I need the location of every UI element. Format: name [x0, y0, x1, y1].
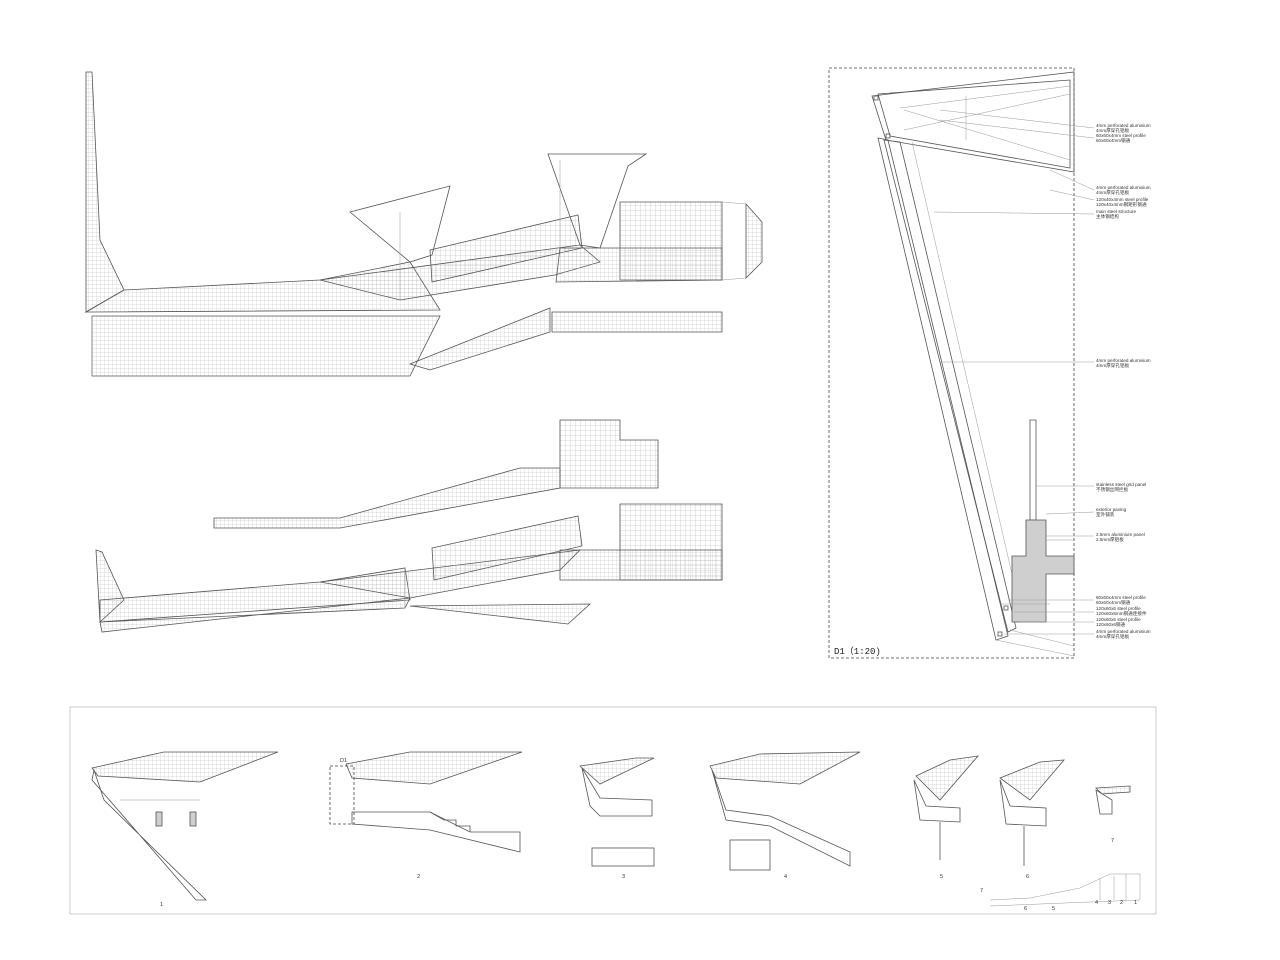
section-strip-frame: [69, 706, 1157, 915]
section-4: [709, 751, 861, 871]
annotation-en: 120x60x6 steel profile: [1096, 606, 1141, 611]
annotation-en: 4mm perforated aluminium: [1096, 358, 1151, 363]
annotation-en: exterior paving: [1096, 507, 1127, 512]
annotation-cn: 120x60x6mm钢通连接件: [1096, 611, 1147, 616]
annotation-cn: 120x40x4mm钢矩形钢通: [1096, 202, 1147, 207]
key-plan-label: 5: [1052, 906, 1056, 912]
annotation-en: main steel structure: [1096, 209, 1137, 214]
key-plan-label: 2: [1120, 900, 1124, 906]
key-plan-label: 3: [1108, 900, 1112, 906]
annotation-en: 120x40x4mm steel profile: [1096, 197, 1149, 202]
detail-d1: [828, 67, 1095, 659]
annotation-en: 60x60x4mm steel profile: [1096, 595, 1146, 600]
key-plan-label: 6: [1024, 906, 1028, 912]
annotation-cn: 60x60x4mm钢通: [1096, 138, 1131, 143]
annotation-cn: 主体钢结构: [1096, 214, 1119, 219]
annotation-cn: 4mm厚穿孔铝板: [1096, 128, 1130, 133]
section-label: 1: [160, 902, 164, 908]
annotation-en: 4mm perforated aluminium: [1096, 123, 1151, 128]
lower-elevation: [95, 419, 723, 633]
section-1: [91, 751, 279, 901]
annotation-cn: 120x60x6钢通: [1096, 622, 1126, 627]
annotation-en: stainless steel grid panel: [1096, 482, 1147, 487]
upper-elevation: [84, 71, 763, 377]
key-plan-label: 7: [980, 888, 984, 894]
section-label: 2: [417, 874, 421, 880]
annotation-cn: 4mm厚穿孔铝板: [1096, 363, 1130, 368]
annotation-cn: 4mm厚穿孔铝板: [1096, 634, 1130, 639]
annotation-en: 4mm perforated aluminium: [1096, 185, 1151, 190]
key-plan-label: 4: [1095, 900, 1099, 906]
detail-title: D1（1:20): [834, 647, 881, 657]
annotation-en: 60x60x4mm steel profile: [1096, 133, 1146, 138]
section-3: [579, 757, 655, 867]
section-5: [913, 755, 980, 860]
annotation-cn: 2.5mm厚铝板: [1096, 537, 1124, 542]
key-plan: [989, 873, 1141, 907]
section-label: 6: [1026, 874, 1030, 880]
key-plan-label: 1: [1134, 900, 1138, 906]
annotation-cn: 不锈钢丝网拦板: [1096, 487, 1129, 492]
section-label: 3: [622, 874, 626, 880]
annotation-en: 4mm perforated aluminium: [1096, 629, 1151, 634]
annotation-en: 120x60x6 steel profile: [1096, 617, 1141, 622]
section-label: 7: [1111, 838, 1115, 844]
section-7: [1095, 785, 1131, 815]
d1-marker: D1: [340, 758, 348, 764]
section-2: [329, 751, 523, 853]
annotation-cn: 室外铺装: [1096, 512, 1115, 517]
annotation-cn: 60x60x4mm钢通: [1096, 600, 1131, 605]
section-label: 4: [784, 874, 788, 880]
annotation-en: 2.5mm aluminium panel: [1096, 532, 1145, 537]
annotation-cn: 4mm厚穿孔铝板: [1096, 190, 1130, 195]
section-6: [999, 759, 1065, 866]
section-label: 5: [940, 874, 944, 880]
